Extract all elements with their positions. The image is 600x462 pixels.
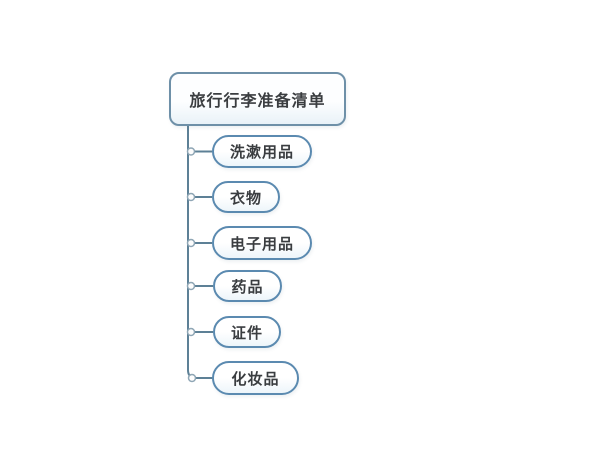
connector-dot <box>186 327 196 337</box>
connector-dot <box>186 238 196 248</box>
connector-dot <box>187 373 197 383</box>
node-toiletries: 洗漱用品 <box>212 135 312 168</box>
connector-dot <box>186 281 196 291</box>
node-label: 电子用品 <box>229 235 294 253</box>
node-medicine: 药品 <box>213 270 282 302</box>
connector-dot <box>186 147 196 156</box>
root-node-travel-checklist: 旅行行李准备清单 <box>169 72 346 126</box>
root-node-label: 旅行行李准备清单 <box>189 93 326 110</box>
node-label: 化妆品 <box>231 370 280 388</box>
node-label: 衣物 <box>229 189 262 207</box>
node-label: 证件 <box>230 324 263 342</box>
node-documents: 证件 <box>213 316 281 348</box>
node-clothes: 衣物 <box>212 181 280 213</box>
trunk-line <box>187 125 213 379</box>
node-label: 洗漱用品 <box>229 144 294 161</box>
connector-dot <box>186 192 196 202</box>
node-electronics: 电子用品 <box>212 226 312 260</box>
node-label: 药品 <box>231 278 264 296</box>
node-cosmetics: 化妆品 <box>212 361 299 395</box>
